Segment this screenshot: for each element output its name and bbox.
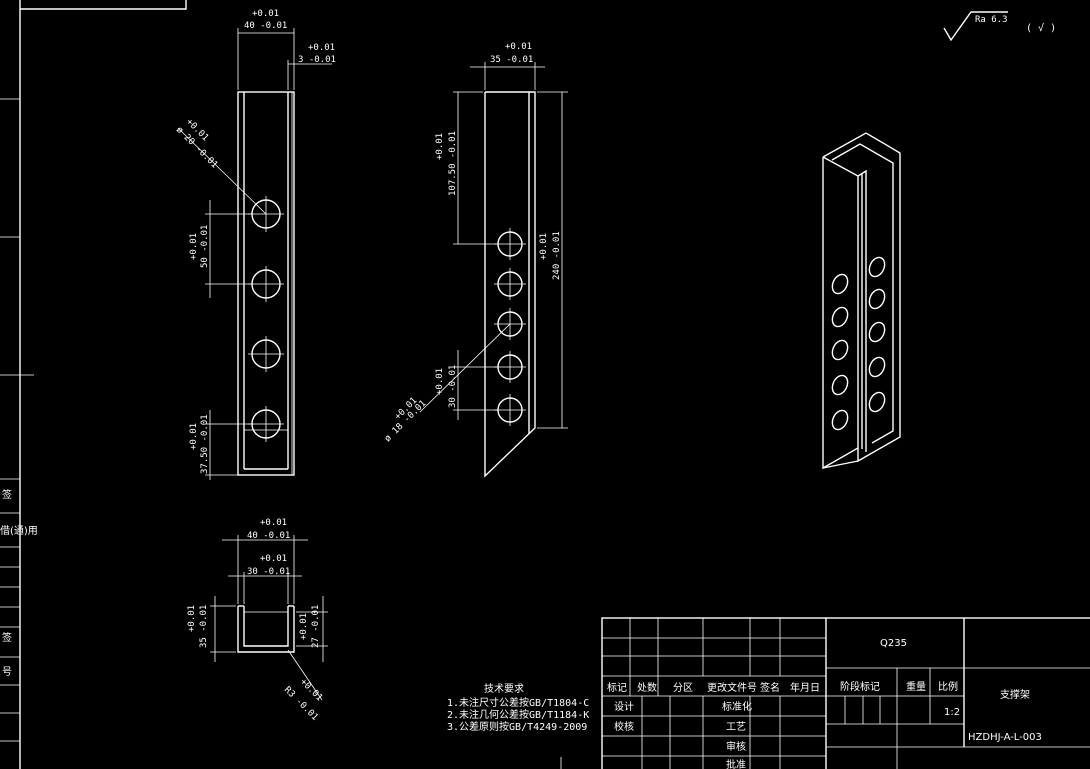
front-width-dim: 35 -0.01 [490, 55, 533, 65]
side-width-dim: 40 -0.01 [244, 21, 287, 31]
hdr-zone: 分区 [673, 682, 693, 694]
hdr-sign: 签名 [760, 681, 780, 694]
tech-req-line-3: 3.公差原则按GB/T4249-2009 [447, 720, 587, 733]
approve-label: 批准 [726, 758, 746, 769]
technical-requirements: 技术要求 1.未注尺寸公差按GB/T1804-C 2.未注几何公差按GB/T11… [447, 682, 589, 733]
front-width-tol: +0.01 [505, 42, 532, 52]
hdr-mark: 标记 [607, 682, 627, 694]
section-view: +0.01 40 -0.01 +0.01 30 -0.01 +0.01 35 -… [187, 518, 328, 723]
title-block: Q235 支撑架 HZDHJ-A-L-003 1:2 标记 处数 分区 更改文件… [601, 617, 1090, 769]
isometric-holes-face1 [831, 273, 849, 431]
section-inner-h-tol: +0.01 [299, 613, 309, 640]
side-width-tol: +0.01 [252, 9, 279, 19]
front-pitch-tol: +0.01 [435, 368, 445, 395]
check-label: 校核 [614, 720, 634, 733]
section-inner-dim: 30 -0.01 [247, 567, 290, 577]
roughness-note: ( √ ) [1026, 22, 1056, 34]
section-height-dim: 35 -0.01 [199, 605, 209, 648]
section-inner-tol: +0.01 [260, 554, 287, 564]
part-name: 支撑架 [1000, 688, 1030, 701]
tech-req-line-1: 1.未注尺寸公差按GB/T1804-C [447, 696, 589, 709]
side-view-holes [248, 196, 284, 442]
hdr-count: 处数 [637, 681, 657, 694]
front-length-dim: 240 -0.01 [552, 231, 562, 280]
design-label: 设计 [614, 700, 634, 713]
review-label: 审核 [726, 740, 746, 753]
border-label-4: 号 [2, 666, 12, 678]
front-top-dim: 107.50 -0.01 [448, 131, 458, 196]
hdr-change-doc: 更改文件号 [707, 681, 757, 694]
section-inner-h-dim: 27 -0.01 [311, 605, 321, 648]
front-view: +0.01 35 -0.01 +0.01 107.50 -0.01 +0.01 … [383, 42, 568, 478]
front-view-holes [494, 228, 526, 426]
side-wall-tol: +0.01 [308, 43, 335, 53]
hdr-date: 年月日 [790, 681, 820, 694]
tech-req-line-2: 2.未注几何公差按GB/T1184-K [447, 708, 589, 721]
side-bottom-dim: 37.50 -0.01 [200, 414, 210, 474]
roughness-value: Ra 6.3 [975, 15, 1008, 25]
isometric-holes-face2 [868, 256, 886, 413]
scale-value: 1:2 [944, 707, 960, 718]
section-outer-dim: 40 -0.01 [247, 531, 290, 541]
side-wall-dim: 3 -0.01 [298, 55, 336, 65]
stage-label: 阶段标记 [840, 680, 880, 693]
side-pitch-dim: 50 -0.01 [200, 225, 210, 268]
weight-label: 重量 [906, 680, 926, 693]
drawing-number: HZDHJ-A-L-003 [968, 732, 1042, 743]
border-label-2: 借(通)用 [0, 525, 38, 537]
side-pitch-tol: +0.01 [189, 233, 199, 260]
standard-label: 标准化 [722, 700, 752, 713]
side-view: +0.01 40 -0.01 +0.01 3 -0.01 +0.01 ø 20 … [174, 9, 336, 480]
side-bottom-tol: +0.01 [189, 423, 199, 450]
tech-req-title: 技术要求 [484, 682, 524, 695]
process-label: 工艺 [726, 721, 746, 733]
front-length-tol: +0.01 [539, 233, 549, 260]
front-top-tol: +0.01 [435, 133, 445, 160]
isometric-view [822, 132, 901, 470]
scale-label: 比例 [938, 680, 958, 693]
section-outer-tol: +0.01 [260, 518, 287, 528]
surface-roughness-symbol: Ra 6.3 ( √ ) [943, 11, 1056, 42]
front-pitch-dim: 30 -0.01 [448, 365, 458, 408]
border-label-1: 签 [2, 488, 12, 501]
material: Q235 [880, 638, 907, 649]
border-label-3: 签 [2, 631, 12, 644]
section-height-tol: +0.01 [187, 605, 197, 632]
